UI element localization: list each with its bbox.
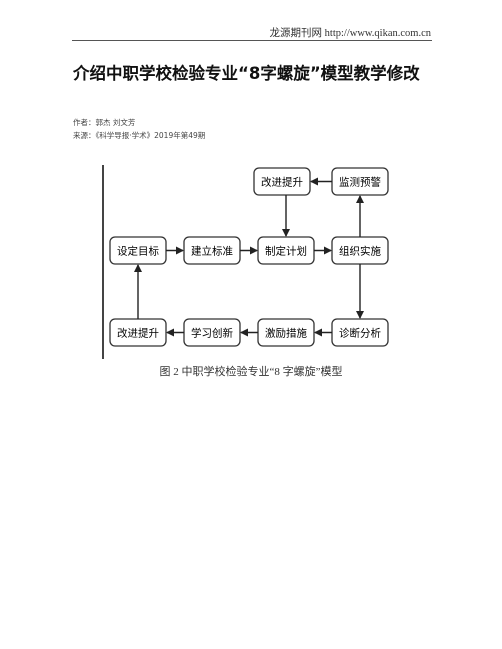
node-diagnose-label: 诊断分析 (339, 327, 381, 340)
article-title: 介绍中职学校检验专业“8字螺旋”模型教学修改 (73, 64, 420, 83)
node-build-standard-label: 建立标准 (191, 245, 233, 258)
node-organize: 组织实施 (331, 236, 389, 265)
node-organize-label: 组织实施 (339, 245, 381, 258)
header-divider (72, 40, 432, 41)
node-incentive: 激励措施 (257, 318, 315, 347)
node-set-goal: 设定目标 (109, 236, 167, 265)
node-bottom-improve: 改进提升 (109, 318, 167, 347)
node-learn-innovate: 学习创新 (183, 318, 241, 347)
node-diagnose: 诊断分析 (331, 318, 389, 347)
author-line: 作者：郭杰 刘文芳 (73, 118, 136, 127)
node-learn-innovate-label: 学习创新 (191, 327, 233, 340)
node-make-plan-label: 制定计划 (265, 245, 307, 258)
node-monitor: 监测预警 (331, 167, 389, 196)
node-make-plan: 制定计划 (257, 236, 315, 265)
node-top-improve: 改进提升 (253, 167, 311, 196)
node-build-standard: 建立标准 (183, 236, 241, 265)
node-set-goal-label: 设定目标 (117, 245, 159, 258)
figure-caption: 图 2 中职学校检验专业“8 字螺旋”模型 (159, 366, 343, 378)
eight-spiral-diagram: 改进提升 监测预警 设定目标 建立标准 制定计划 组织实施 改进提升 学习 (100, 163, 406, 359)
site-header: 龙源期刊网 http://www.qikan.com.cn (269, 28, 431, 39)
node-top-improve-label: 改进提升 (261, 176, 303, 189)
node-bottom-improve-label: 改进提升 (117, 327, 159, 340)
source-line: 来源：《科学导报·学术》2019年第49期 (73, 131, 206, 140)
node-incentive-label: 激励措施 (265, 327, 307, 340)
node-monitor-label: 监测预警 (339, 176, 381, 189)
